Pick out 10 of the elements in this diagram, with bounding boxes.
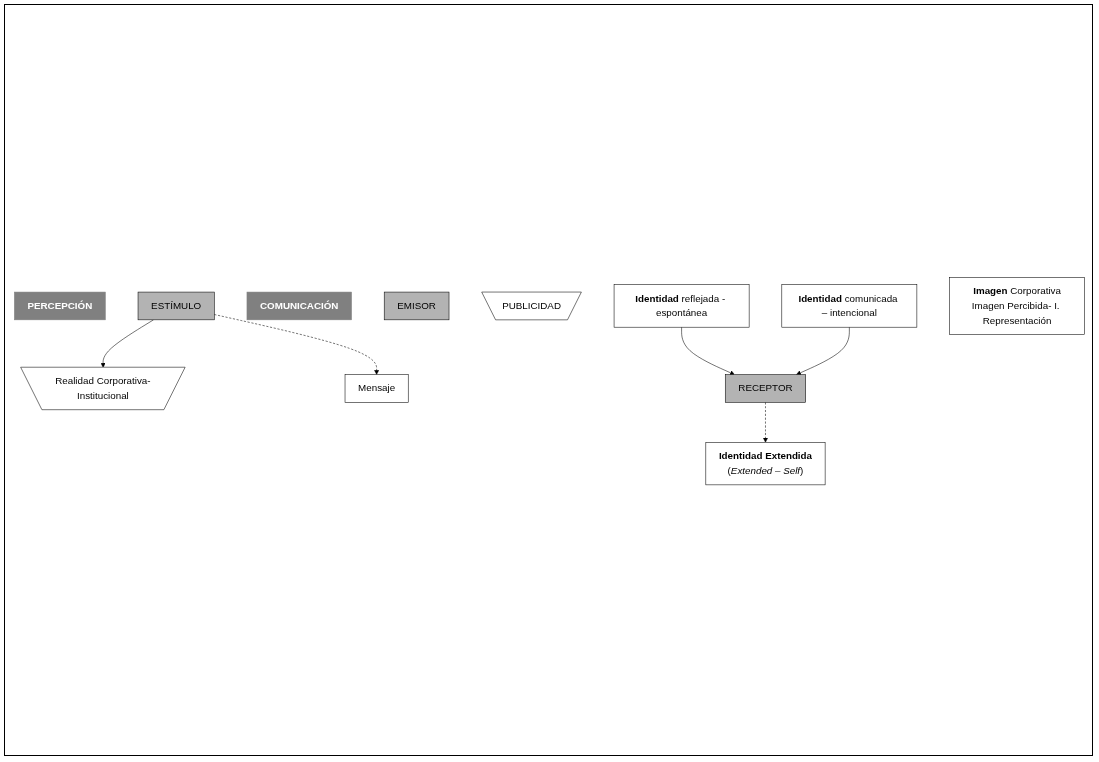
node-box: EMISOR [383,291,450,320]
node-box: Identidad Extendida (Extended – Self) [705,442,826,485]
node-box: Identidad reflejada - espontánea [613,284,750,328]
node-box: PERCEPCIÓN [14,291,106,320]
node-box: COMUNICACIÓN [246,291,352,320]
node-box: Imagen Corporativa Imagen Percibida- I. Representación [949,277,1085,335]
node-box: Mensaje [344,374,409,403]
node-box: RECEPTOR [725,374,806,403]
node-box: Identidad comunicada – intencional [781,284,918,328]
node-box: ESTÍMULO [137,291,215,320]
